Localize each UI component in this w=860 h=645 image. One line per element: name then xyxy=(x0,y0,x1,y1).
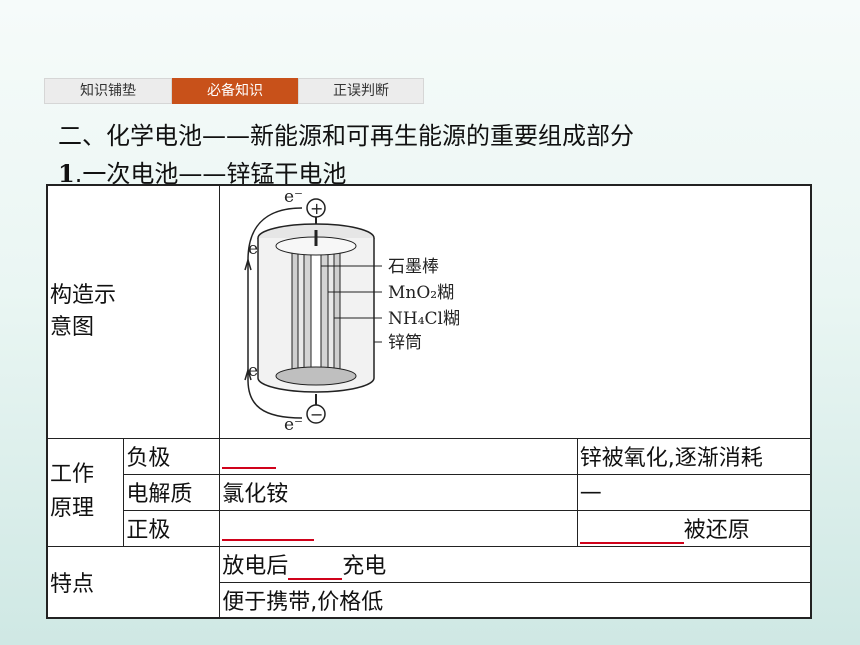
answer-blank xyxy=(222,444,277,469)
feature-label: 特点 xyxy=(46,545,221,619)
answer-blank xyxy=(222,516,315,541)
negative-electrode-blank-cell xyxy=(219,437,578,475)
electron-label-top: e⁻ xyxy=(284,190,303,207)
positive-electrode-desc-cell: 被还原 xyxy=(576,509,812,547)
diagram-cell: e⁻ e⁻ e⁻ e⁻ + − xyxy=(219,184,812,439)
structure-label-cell: 构造示意图 xyxy=(46,184,221,439)
label-graphite-rod: 石墨棒 xyxy=(388,257,439,277)
table-row: 工作原理 负极 锌被氧化,逐渐消耗 xyxy=(46,437,812,547)
dry-cell-diagram: e⁻ e⁻ e⁻ e⁻ + − xyxy=(232,190,473,434)
subsection-title: .一次电池——锌锰干电池 xyxy=(74,160,347,188)
battery-table: 构造示意图 e⁻ e⁻ e⁻ e⁻ + − xyxy=(46,184,812,619)
tab-bar: 知识铺垫 必备知识 正误判断 xyxy=(44,78,424,104)
electron-path xyxy=(247,207,303,419)
tab-knowledge-foundation[interactable]: 知识铺垫 xyxy=(44,78,172,104)
negative-electrode-desc: 锌被氧化,逐渐消耗 xyxy=(576,437,812,475)
positive-electrode-blank-cell xyxy=(219,509,578,547)
subsection-heading: 1.一次电池——锌锰干电池 xyxy=(58,154,346,189)
table-row: 便于携带,价格低 xyxy=(47,581,812,619)
table-row: 特点 放电后 充电 xyxy=(46,545,812,619)
work-principle-label: 工作原理 xyxy=(50,462,95,521)
answer-blank xyxy=(579,520,684,544)
label-nh4cl: NH₄Cl糊 xyxy=(388,309,460,329)
feature-1-suffix: 充电 xyxy=(342,554,387,579)
section-heading: 二、化学电池——新能源和可再生能源的重要组成部分 xyxy=(58,122,634,150)
positive-electrode-desc: 被还原 xyxy=(683,518,750,543)
positive-electrode-label: 正极 xyxy=(123,509,221,547)
tab-true-false[interactable]: 正误判断 xyxy=(298,78,424,104)
electrolyte-value: 氯化铵 xyxy=(219,473,578,511)
table-row: 正极 被还原 xyxy=(47,509,812,547)
work-principle-label-cell: 工作原理 xyxy=(46,437,125,547)
positive-sign: + xyxy=(310,199,323,218)
tab-essential-knowledge[interactable]: 必备知识 xyxy=(172,78,298,104)
graphite-rod xyxy=(310,239,322,377)
negative-electrode-label: 负极 xyxy=(123,437,221,475)
subsection-number: 1 xyxy=(58,159,75,188)
label-mno2: MnO₂糊 xyxy=(388,283,454,303)
negative-sign: − xyxy=(310,405,323,424)
feature-1-prefix: 放电后 xyxy=(222,554,289,579)
electrolyte-desc: — xyxy=(576,473,812,511)
structure-label: 构造示意图 xyxy=(50,282,117,340)
electrolyte-label: 电解质 xyxy=(123,473,221,511)
table-row: 电解质 氯化铵 — xyxy=(47,473,812,511)
electron-label-bottom: e⁻ xyxy=(284,415,303,434)
label-zinc-can: 锌筒 xyxy=(388,333,422,353)
feature-1-cell: 放电后 充电 xyxy=(219,545,812,583)
table-row: 构造示意图 e⁻ e⁻ e⁻ e⁻ + − xyxy=(46,184,812,439)
feature-2: 便于携带,价格低 xyxy=(219,581,812,619)
answer-blank xyxy=(288,556,343,580)
